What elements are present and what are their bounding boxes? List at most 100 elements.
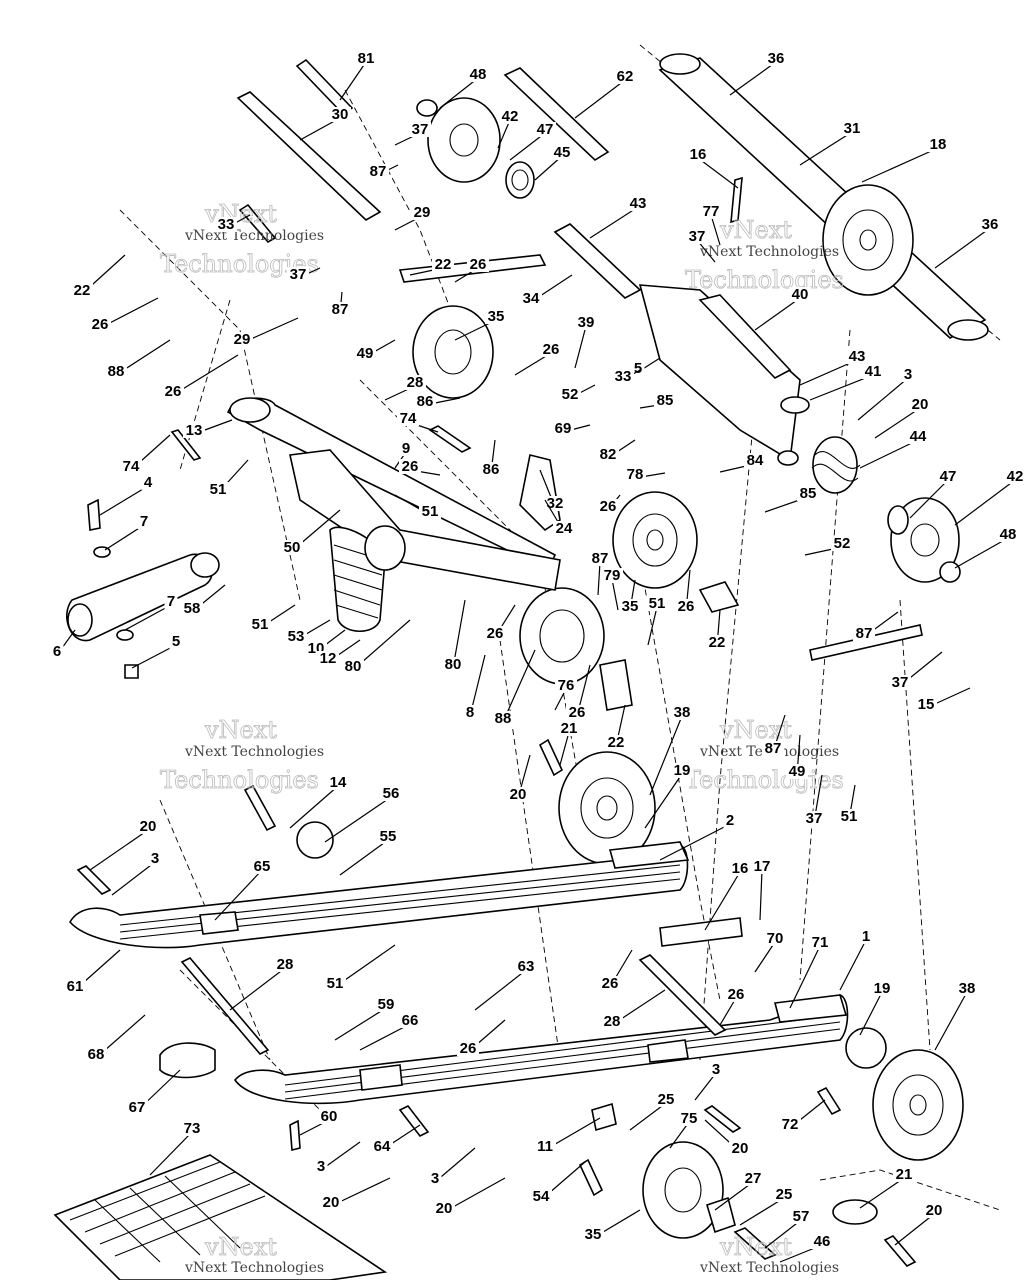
part-callout: 37 — [889, 651, 943, 691]
part-callout: 37 — [803, 774, 825, 827]
callout-label: 43 — [630, 195, 647, 212]
callout-label: 7 — [140, 513, 148, 530]
callout-label: 87 — [856, 625, 873, 642]
callout-label: 26 — [600, 498, 617, 515]
callout-label: 74 — [400, 410, 417, 427]
callout-label-bg — [399, 1013, 421, 1028]
callout-label-bg — [492, 711, 514, 726]
callout-label-bg — [601, 1014, 623, 1029]
callout-label: 51 — [327, 975, 344, 992]
callout-label: 26 — [92, 316, 109, 333]
callout-label: 20 — [926, 1202, 943, 1219]
callout-label-bg — [433, 1201, 455, 1216]
watermark-line2: vNext Technologies — [184, 744, 324, 760]
part-callout: 78 — [624, 466, 666, 483]
callout-label-bg — [354, 346, 376, 361]
callout-label-bg — [181, 1121, 203, 1136]
callout-label-bg — [105, 364, 127, 379]
callout-label: 26 — [543, 341, 560, 358]
callout-label: 35 — [488, 308, 505, 325]
callout-label-bg — [320, 1195, 342, 1210]
callout-label-bg — [762, 741, 784, 756]
part-callout: 51 — [207, 459, 249, 498]
callout-label-bg — [797, 486, 819, 501]
callout-leader-line — [339, 839, 389, 876]
callout-label-bg — [530, 1189, 552, 1204]
callout-label: 26 — [678, 598, 695, 615]
callout-label: 44 — [910, 428, 927, 445]
callout-label-bg — [428, 1171, 442, 1186]
part-callout: 6 — [50, 629, 76, 660]
callout-label-bg — [687, 147, 709, 162]
callout-label-bg — [499, 109, 521, 124]
callout-leader-line — [861, 147, 939, 183]
callout-label-bg — [862, 364, 884, 379]
callout-label: 64 — [374, 1138, 391, 1155]
part-callout: 19 — [644, 762, 693, 829]
callout-label-bg — [318, 1109, 340, 1124]
part-callout: 20 — [89, 818, 159, 871]
part-callout: 85 — [764, 485, 819, 513]
callout-leader-line — [99, 485, 149, 516]
callout-label-bg — [597, 447, 619, 462]
callout-label: 19 — [674, 762, 691, 779]
callout-leader-line — [754, 297, 801, 331]
part-callout: 25 — [739, 1186, 795, 1226]
part-callout: 21 — [859, 1166, 915, 1209]
callout-label-bg — [534, 122, 556, 137]
callout-label: 60 — [321, 1108, 338, 1125]
callout-label: 51 — [422, 503, 439, 520]
callout-label-bg — [612, 369, 634, 384]
part-callout: 60 — [299, 1108, 340, 1136]
callout-label: 54 — [533, 1188, 550, 1205]
part-callout: 40 — [754, 286, 811, 331]
part-callout: 35 — [619, 579, 641, 615]
watermark-line2: vNext Technologies — [699, 244, 839, 260]
part-callout: 30 — [299, 106, 351, 141]
part-callout: 28 — [384, 374, 426, 401]
callout-label-bg — [249, 617, 271, 632]
callout-label-bg — [764, 931, 786, 946]
part-callout: 70 — [754, 930, 786, 973]
lower-wheels — [591, 1027, 964, 1239]
callout-label: 13 — [186, 422, 203, 439]
watermark-line1: vNext — [204, 716, 277, 744]
callout-leader-line — [124, 604, 172, 631]
callout-label-bg — [619, 599, 641, 614]
callout-label-bg — [559, 387, 581, 402]
callout-label-bg — [789, 287, 811, 302]
callout-label: 25 — [658, 1091, 675, 1108]
callout-label: 19 — [874, 980, 891, 997]
callout-label-bg — [89, 317, 111, 332]
callout-leader-line — [659, 823, 731, 861]
part-callout: 42 — [954, 468, 1024, 526]
front-arm-and-shock — [226, 397, 561, 633]
callout-label-bg — [605, 735, 627, 750]
callout-label-bg — [725, 987, 747, 1002]
callout-label: 86 — [483, 461, 500, 478]
part-callout: 7 — [104, 513, 151, 551]
callout-label-bg — [551, 145, 573, 160]
callout-leader-line — [714, 1181, 754, 1211]
callout-label-bg — [927, 137, 949, 152]
callout-label: 22 — [435, 256, 452, 273]
callout-label-bg — [85, 1047, 107, 1062]
callout-leader-line — [710, 214, 721, 246]
callout-label-bg — [614, 69, 636, 84]
callout-label-bg — [432, 257, 454, 272]
callout-label: 20 — [732, 1140, 749, 1157]
callout-label-bg — [751, 859, 773, 874]
part-callout: 36 — [934, 216, 1001, 269]
callout-leader-line — [644, 773, 683, 829]
callout-label: 63 — [518, 958, 535, 975]
callout-label-bg — [520, 291, 542, 306]
callout-label-bg — [597, 499, 619, 514]
callout-leader-line — [694, 1072, 717, 1101]
part-callout: 20 — [320, 1177, 391, 1211]
part-callout: 28 — [601, 989, 666, 1030]
callout-label: 26 — [728, 986, 745, 1003]
callout-label: 87 — [370, 163, 387, 180]
callout-label: 84 — [747, 452, 764, 469]
callout-label-bg — [367, 164, 389, 179]
